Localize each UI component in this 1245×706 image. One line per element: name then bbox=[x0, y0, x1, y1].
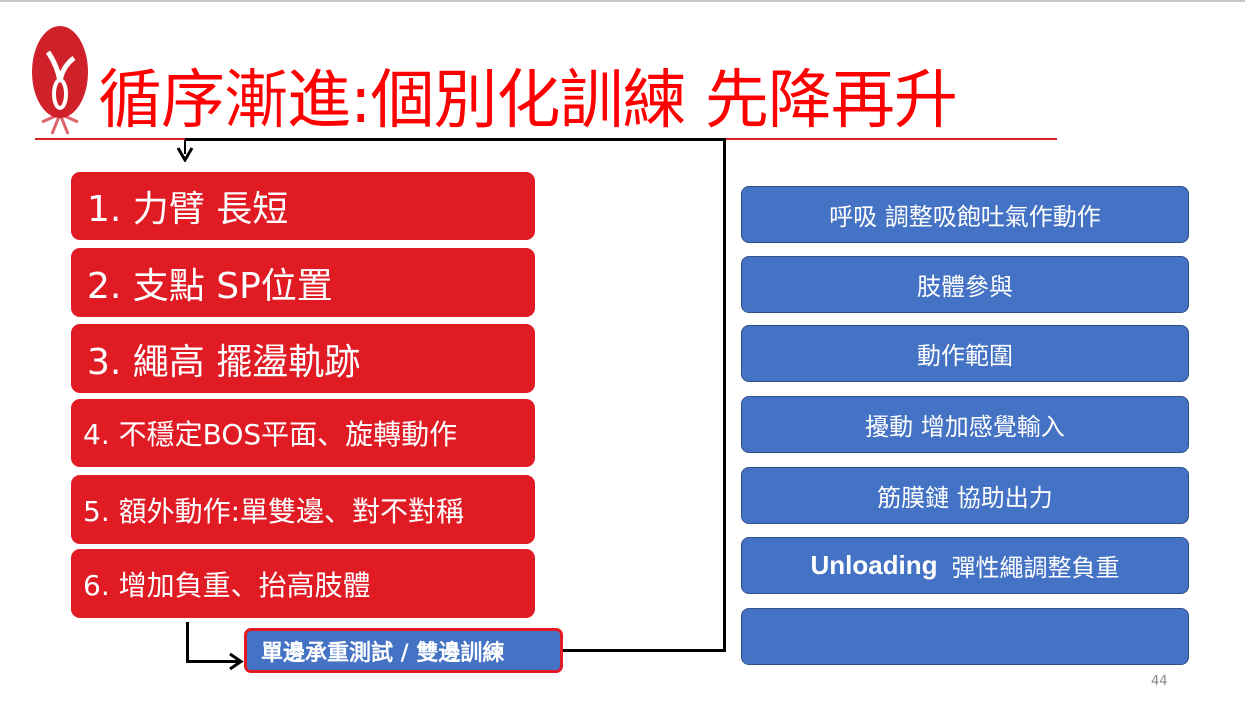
right-item-fascia: 筋膜鏈 協助出力 bbox=[741, 467, 1189, 524]
step-6: 6. 增加負重、抬高肢體 bbox=[71, 549, 535, 618]
right-item-unloading: Unloading 彈性繩調整負重 bbox=[741, 537, 1189, 594]
unloading-text: 彈性繩調整負重 bbox=[951, 554, 1120, 582]
right-item-limbs: 肢體參與 bbox=[741, 256, 1189, 313]
step-3: 3. 繩高 擺盪軌跡 bbox=[71, 324, 535, 393]
connector-line bbox=[723, 138, 726, 652]
page-number: 44 bbox=[1151, 674, 1168, 689]
connector-line bbox=[185, 138, 726, 141]
step-2: 2. 支點 SP位置 bbox=[71, 248, 535, 317]
right-item-perturbation: 擾動 增加感覺輸入 bbox=[741, 396, 1189, 453]
connector-line bbox=[186, 660, 238, 663]
single-side-test-box: 單邊承重測試 / 雙邊訓練 bbox=[244, 628, 563, 673]
logo-icon bbox=[32, 26, 88, 135]
page-title: 循序漸進:個別化訓練 先降再升 bbox=[98, 64, 958, 138]
arrow-down-icon bbox=[176, 147, 194, 162]
right-item-empty bbox=[741, 608, 1189, 665]
top-border bbox=[0, 0, 1245, 2]
step-5: 5. 額外動作:單雙邊、對不對稱 bbox=[71, 475, 535, 544]
right-item-breathing: 呼吸 調整吸飽吐氣作動作 bbox=[741, 186, 1189, 243]
arrow-right-icon bbox=[229, 652, 244, 671]
step-4: 4. 不穩定BOS平面、旋轉動作 bbox=[71, 399, 535, 467]
connector-line bbox=[563, 649, 726, 652]
unloading-label: Unloading bbox=[810, 550, 938, 580]
step-1: 1. 力臂 長短 bbox=[71, 172, 535, 240]
connector-line bbox=[184, 140, 186, 154]
connector-line bbox=[186, 622, 189, 663]
right-item-range: 動作範圍 bbox=[741, 325, 1189, 382]
